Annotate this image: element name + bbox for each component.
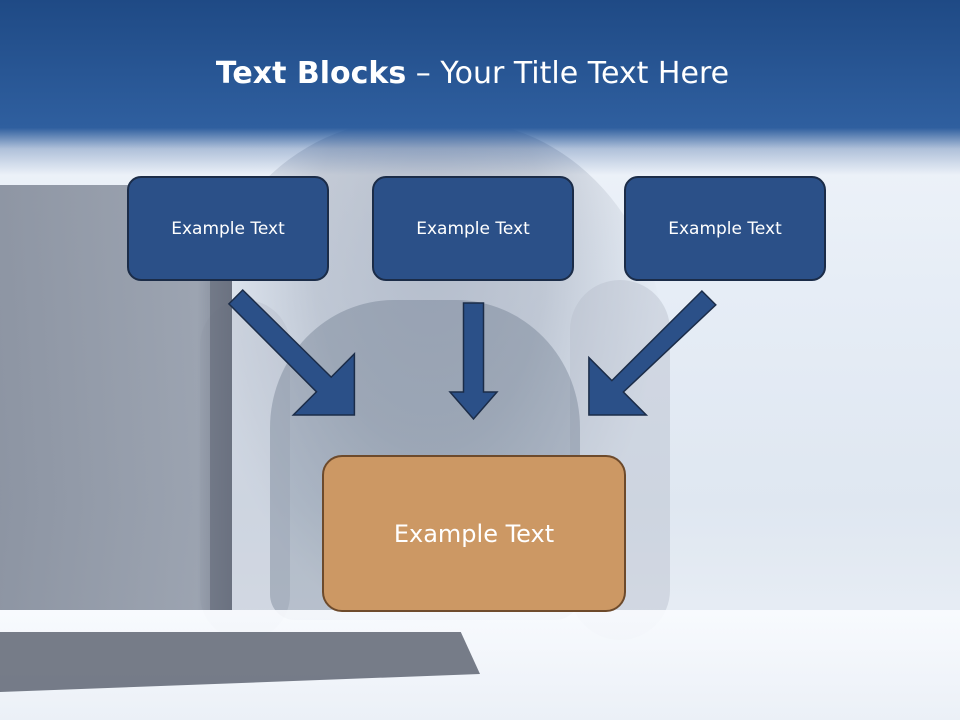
text-block-1[interactable]: Example Text (127, 176, 329, 281)
text-block-2[interactable]: Example Text (372, 176, 574, 281)
title-bold: Text Blocks (215, 56, 407, 91)
text-block-2-label: Example Text (416, 218, 530, 239)
text-block-3-label: Example Text (668, 218, 782, 239)
arrow-middle (448, 302, 499, 421)
background-monitor-edge (210, 200, 232, 610)
arrow-right (588, 289, 717, 416)
slide-title: Text Blocks – Your Title Text Here (0, 50, 945, 98)
center-text-block[interactable]: Example Text (322, 455, 626, 612)
text-block-3[interactable]: Example Text (624, 176, 826, 281)
header-band (0, 0, 960, 175)
arrow-left (227, 288, 356, 416)
text-block-1-label: Example Text (171, 218, 285, 239)
center-text-block-label: Example Text (393, 519, 555, 548)
title-rest: Your Title Text Here (440, 56, 730, 91)
title-separator: – (406, 56, 441, 91)
